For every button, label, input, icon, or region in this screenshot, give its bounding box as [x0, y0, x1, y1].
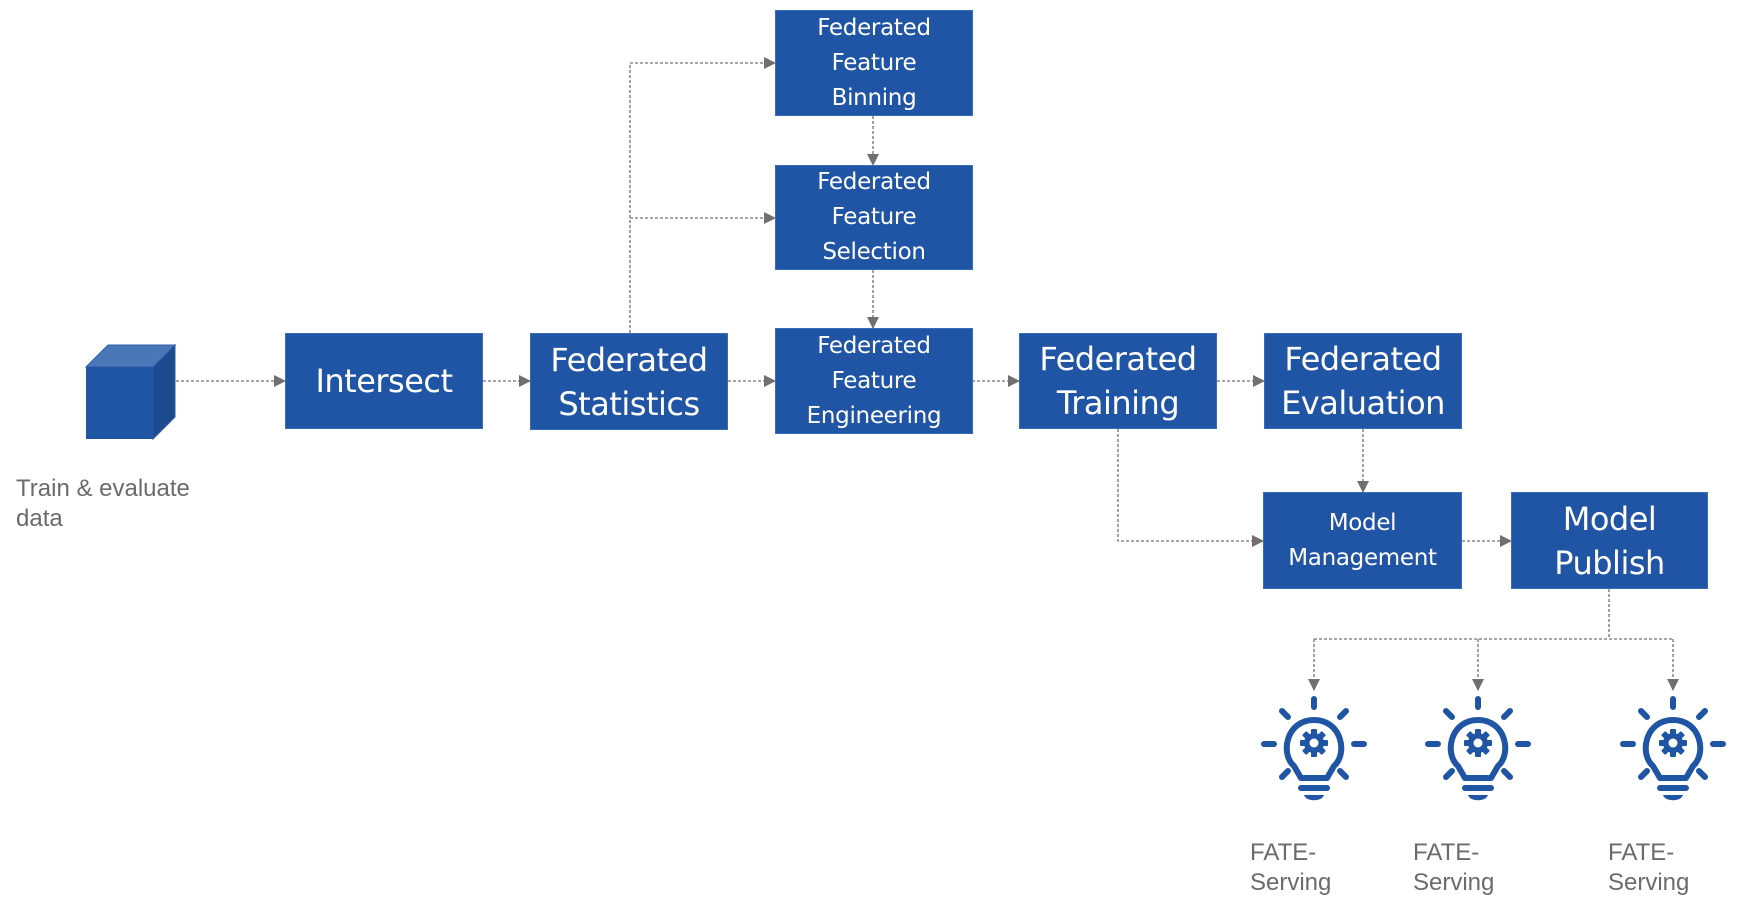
federated-statistics-node[interactable]: Federated Statistics	[530, 333, 728, 430]
feature-selection-node[interactable]: Federated Feature Selection	[775, 165, 973, 270]
serving-label-2: FATE- Serving	[1413, 839, 1495, 896]
federated-training-node-label: Federated Training	[1039, 340, 1197, 422]
model-management-node[interactable]: Model Management	[1263, 492, 1462, 589]
feature-selection-node-label: Federated Feature Selection	[817, 169, 931, 265]
intersect-node-label: Intersect	[315, 362, 453, 400]
data-source-label: Train & evaluate data	[16, 475, 190, 532]
model-management-node-label: Model Management	[1288, 509, 1437, 571]
federated-evaluation-node[interactable]: Federated Evaluation	[1264, 333, 1462, 429]
serving-label-1: FATE- Serving	[1250, 839, 1332, 896]
model-publish-node[interactable]: Model Publish	[1511, 492, 1708, 589]
feature-engineering-node-label: Federated Feature Engineering	[806, 332, 942, 429]
federated-statistics-node-label: Federated Statistics	[550, 340, 708, 423]
federated-evaluation-node-label: Federated Evaluation	[1281, 340, 1445, 422]
feature-binning-node-label: Federated Feature Binning	[817, 14, 931, 111]
edge-training-to-management	[1117, 429, 1264, 547]
serving-label-3: FATE- Serving	[1608, 839, 1690, 896]
feature-engineering-node[interactable]: Federated Feature Engineering	[775, 328, 973, 434]
feature-binning-node[interactable]: Federated Feature Binning	[775, 10, 973, 116]
model-publish-node-label: Model Publish	[1554, 499, 1665, 582]
federated-training-node[interactable]: Federated Training	[1019, 333, 1217, 429]
intersect-node[interactable]: Intersect	[285, 333, 483, 429]
